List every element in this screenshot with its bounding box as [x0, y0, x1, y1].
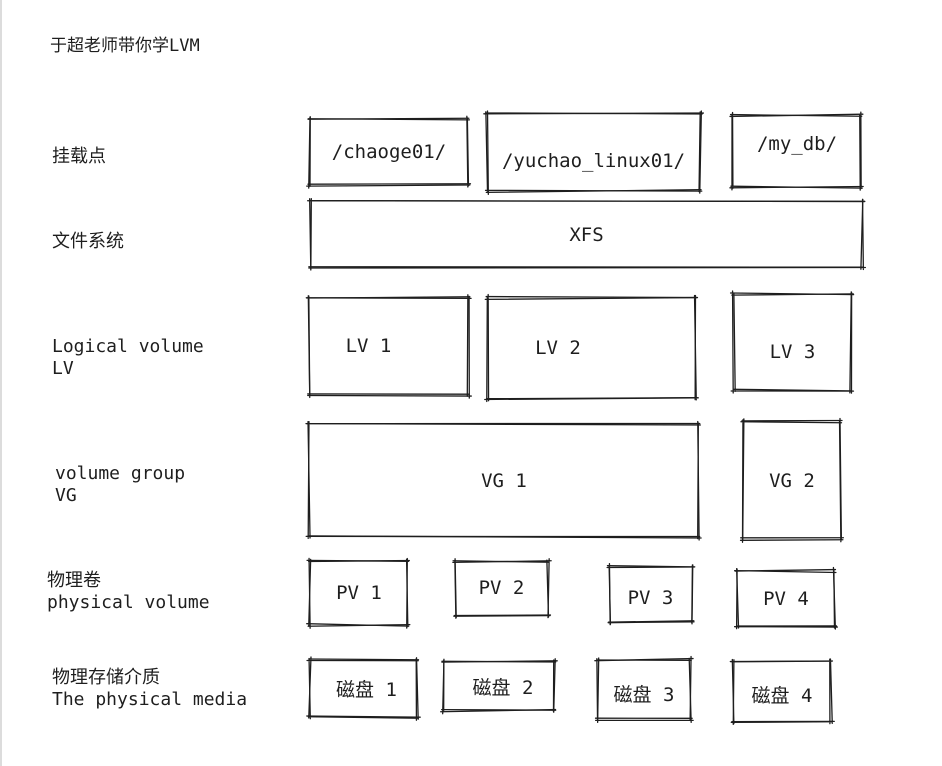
physical-volume-box-pv4: PV 4 — [733, 566, 839, 630]
row-label-line: 挂载点 — [52, 146, 106, 167]
row-label-line: 物理存储介质 — [52, 667, 160, 688]
sketch-border — [306, 557, 411, 629]
row-label-line: LV — [52, 358, 74, 379]
box-label: 磁盘 3 — [613, 684, 675, 706]
sketch-stroke — [739, 419, 844, 543]
physical-volume-box-pv2: PV 2 — [452, 558, 552, 619]
box-label: /yuchao_linux01/ — [501, 149, 686, 172]
sketch-border — [440, 658, 558, 715]
physical-volume-box-pv3: PV 3 — [606, 563, 696, 626]
box-label: PV 3 — [627, 587, 674, 609]
sketch-stroke — [306, 198, 867, 271]
file-system-box-xfs: XFS — [306, 198, 867, 271]
row-label-line: physical volume — [47, 592, 210, 613]
physical-volume-box-pv1: PV 1 — [306, 557, 411, 629]
logical-volume-box-lv3: LV 3 — [729, 290, 855, 394]
row-label-logical-volume: Logical volume LV — [52, 336, 204, 380]
sketch-border — [305, 294, 472, 399]
box-label: PV 1 — [336, 582, 382, 604]
row-label-line: Logical volume — [52, 336, 204, 357]
sketch-stroke — [306, 657, 420, 721]
sketch-border — [729, 111, 864, 191]
sketch-border — [739, 417, 845, 543]
physical-media-box-disk3: 磁盘 3 — [594, 655, 694, 723]
mount-point-box-chaoge01: /chaoge01/ — [306, 115, 472, 189]
sketch-border — [483, 110, 705, 196]
physical-media-box-disk1: 磁盘 1 — [306, 656, 421, 721]
box-label: LV 1 — [345, 335, 392, 357]
row-label-file-system: 文件系统 — [52, 231, 124, 253]
window-edge — [0, 0, 2, 766]
sketch-border — [729, 658, 835, 726]
volume-group-box-vg2: VG 2 — [739, 417, 845, 543]
sketch-stroke — [306, 557, 411, 629]
logical-volume-box-lv1: LV 1 — [305, 294, 472, 399]
box-label: VG 1 — [481, 470, 527, 492]
box-label: VG 2 — [769, 469, 815, 492]
sketch-stroke — [733, 566, 839, 630]
sketch-stroke — [594, 657, 694, 723]
physical-media-box-disk4: 磁盘 4 — [729, 658, 835, 726]
sketch-border — [306, 656, 421, 721]
sketch-stroke — [483, 110, 705, 194]
box-label: /my_db/ — [756, 133, 838, 155]
row-label-volume-group: volume group VG — [55, 463, 185, 507]
sketch-stroke — [306, 656, 421, 720]
row-label-line: 物理卷 — [47, 570, 101, 591]
sketch-border — [305, 420, 702, 541]
sketch-border — [729, 290, 855, 394]
sketch-border — [594, 655, 694, 723]
row-label-line: 文件系统 — [52, 231, 124, 252]
sketch-stroke — [441, 658, 558, 713]
box-label: 磁盘 2 — [472, 677, 534, 699]
sketch-stroke — [729, 658, 835, 725]
sketch-stroke — [306, 294, 471, 397]
sketch-stroke — [729, 290, 855, 394]
row-label-line: VG — [55, 485, 77, 506]
box-label: 磁盘 4 — [751, 685, 813, 707]
box-label: LV 2 — [535, 337, 581, 359]
sketch-border — [606, 563, 696, 626]
sketch-border — [484, 293, 699, 403]
box-label: XFS — [569, 223, 604, 246]
box-label: PV 2 — [478, 577, 525, 599]
row-label-mount-point: 挂载点 — [52, 146, 106, 168]
sketch-border — [306, 198, 867, 271]
box-label: /chaoge01/ — [331, 141, 447, 163]
physical-media-box-disk2: 磁盘 2 — [440, 658, 558, 715]
box-label: 磁盘 1 — [336, 679, 397, 701]
row-label-physical-volume: 物理卷 physical volume — [47, 570, 210, 614]
mount-point-box-my-db: /my_db/ — [729, 111, 864, 191]
box-label: PV 4 — [763, 588, 809, 610]
mount-point-box-yuchao-linux01: /yuchao_linux01/ — [483, 110, 705, 196]
sketch-stroke — [305, 421, 701, 540]
sketch-border — [306, 115, 472, 189]
logical-volume-box-lv2: LV 2 — [484, 293, 699, 403]
sketch-border — [733, 566, 839, 630]
sketch-stroke — [606, 563, 696, 626]
sketch-stroke — [731, 291, 854, 394]
sketch-stroke — [452, 558, 552, 619]
row-label-physical-media: 物理存储介质 The physical media — [52, 667, 247, 711]
diagram-title: 于超老师带你学LVM — [50, 36, 200, 56]
sketch-stroke — [305, 295, 472, 399]
sketch-border — [452, 558, 552, 619]
row-label-line: volume group — [55, 463, 186, 484]
sketch-stroke — [484, 294, 699, 403]
sketch-stroke — [729, 111, 863, 191]
row-label-line: The physical media — [52, 689, 248, 710]
box-label: LV 3 — [769, 341, 816, 363]
volume-group-box-vg1: VG 1 — [305, 420, 702, 541]
sketch-stroke — [307, 116, 472, 187]
